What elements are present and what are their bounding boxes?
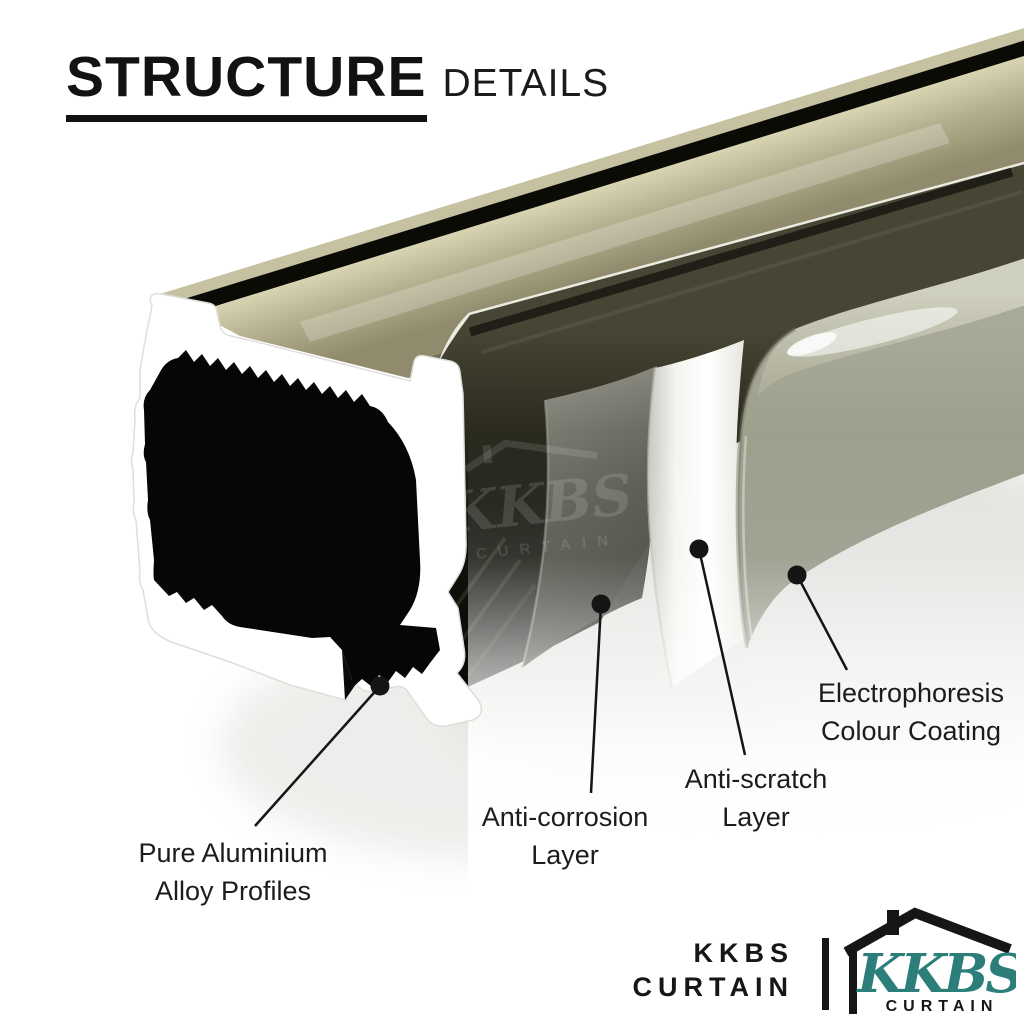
callout-label-electrophoresis: Electrophoresis Colour Coating	[761, 674, 1024, 750]
rail-top-surface	[150, 28, 1024, 378]
callout-label-line: Pure Aluminium	[138, 838, 328, 868]
brand-divider	[822, 938, 829, 1010]
callout-line-electrophoresis	[795, 574, 849, 671]
brand-logo: KKBS CURTAIN	[843, 907, 1016, 1015]
page-header: STRUCTURE DETAILS	[66, 47, 610, 122]
brand-wordmark-line2: CURTAIN	[632, 972, 794, 1002]
house-roof-icon	[843, 907, 1012, 1014]
callout-label-line: Layer	[722, 802, 790, 832]
callout-label-line: Colour Coating	[820, 716, 1002, 746]
callout-label-line: Anti-scratch	[684, 764, 828, 794]
callout-label-line: Electrophoresis	[817, 678, 1005, 708]
callout-line-anti-scratch	[697, 548, 747, 756]
logo-brand-sub: CURTAIN	[886, 998, 999, 1015]
callout-label-line: Anti-corrosion	[481, 802, 649, 832]
callout-pointers	[254, 548, 849, 827]
aluminium-profile-cross-section	[130, 293, 483, 728]
callout-dot-anti-scratch	[689, 539, 709, 559]
callout-label-pure-aluminium: Pure Aluminium Alloy Profiles	[43, 834, 423, 910]
callout-label-line: Layer	[531, 840, 599, 870]
callout-line-anti-corrosion	[589, 603, 603, 794]
callout-dot-anti-corrosion	[591, 594, 611, 614]
profile-cavity	[143, 350, 440, 688]
callout-dots	[370, 539, 807, 696]
callout-dot-pure-aluminium	[370, 676, 390, 696]
profile-slot-gap	[342, 650, 356, 700]
callout-line-pure-aluminium	[254, 685, 381, 827]
page-subtitle: DETAILS	[442, 62, 610, 105]
callout-label-anti-scratch: Anti-scratch Layer	[606, 760, 906, 836]
page-title: STRUCTURE	[66, 47, 427, 122]
callout-dot-electrophoresis	[787, 565, 807, 585]
callout-label-line: Alloy Profiles	[154, 876, 312, 906]
bottom-fade	[468, 430, 1024, 940]
brand-wordmark-line1: KKBS	[693, 938, 794, 968]
brand-wordmark: KKBS CURTAIN	[560, 936, 788, 1004]
callout-label-anti-corrosion: Anti-corrosion Layer	[415, 798, 715, 874]
logo-brand-script: KKBS	[855, 943, 1016, 1005]
